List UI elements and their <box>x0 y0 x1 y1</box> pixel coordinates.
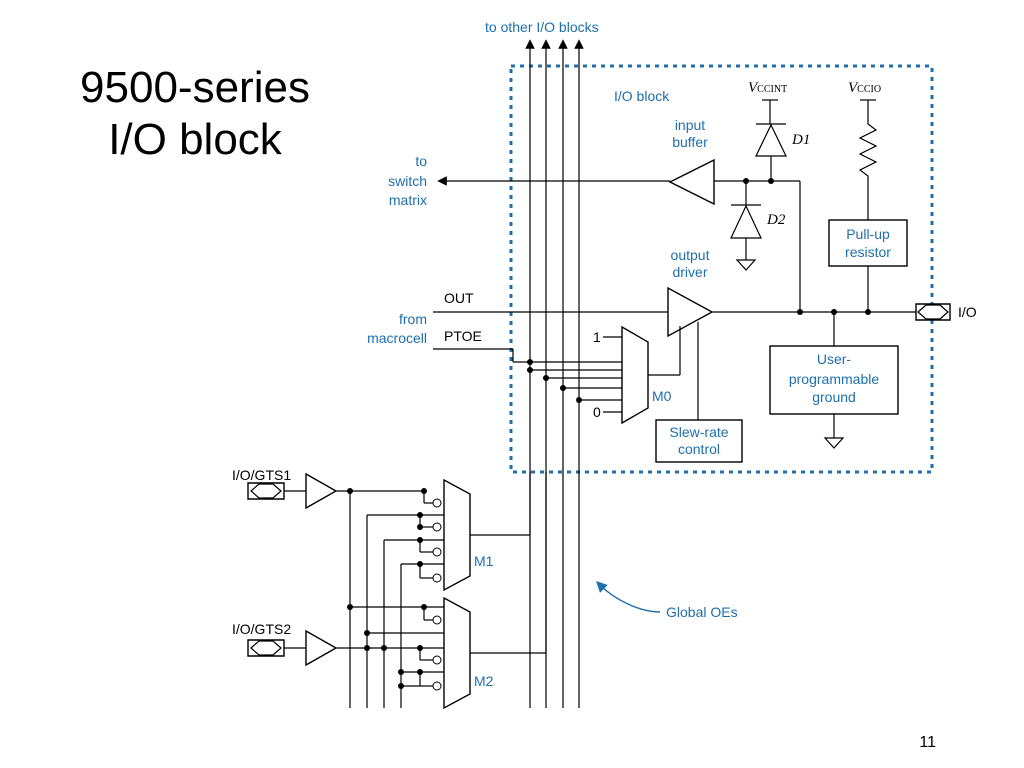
global-oes-label: Global OEs <box>666 604 738 620</box>
d2-label: D2 <box>766 212 786 228</box>
user-ground-label-2: programmable <box>789 371 879 387</box>
output-driver-triangle <box>667 286 714 338</box>
diode-d2 <box>730 181 762 271</box>
from-macrocell-label-1: from <box>399 311 427 327</box>
slew-label-2: control <box>678 441 720 457</box>
user-ground-label-1: User- <box>817 351 852 367</box>
ptoe-label: PTOE <box>444 328 482 344</box>
slew-label-1: Slew-rate <box>669 424 728 440</box>
mux-input-0-label: 0 <box>593 404 601 420</box>
pullup-resistor-symbol <box>858 100 878 220</box>
out-label: OUT <box>444 290 474 306</box>
m1-label: M1 <box>474 553 494 569</box>
output-driver-label-2: driver <box>672 264 707 280</box>
input-buffer-label-1: input <box>675 117 705 133</box>
io-block-label: I/O block <box>614 88 670 104</box>
to-switch-label-1: to <box>415 153 427 169</box>
title-line-2: I/O block <box>108 115 282 164</box>
slew-rate-control-box <box>655 419 743 463</box>
m1-inputs <box>367 488 444 583</box>
mux-m0 <box>621 325 649 425</box>
to-switch-label-2: switch <box>388 173 427 189</box>
d1-label: D1 <box>791 132 810 148</box>
pullup-label-2: resistor <box>845 244 891 260</box>
global-oes-arrow <box>596 581 661 613</box>
mux-m2 <box>443 596 471 710</box>
m2-inputs <box>347 604 444 691</box>
ground-icon <box>823 437 845 449</box>
m2-label: M2 <box>474 673 494 689</box>
gts1-label: I/O/GTS1 <box>232 467 291 483</box>
gts2-pin-symbol <box>247 639 285 657</box>
output-driver-label-1: output <box>671 247 710 263</box>
gts2-buffer <box>305 629 338 667</box>
to-other-io-blocks-label: to other I/O blocks <box>485 19 599 35</box>
io-block-boundary <box>509 64 934 474</box>
slide-title: 9500-series I/O block <box>30 62 360 166</box>
pullup-label-1: Pull-up <box>846 226 890 242</box>
vccio-label: VCCIO <box>848 80 881 96</box>
from-macrocell-label-2: macrocell <box>367 330 427 346</box>
diode-d1 <box>755 123 787 181</box>
mux-m1 <box>443 478 471 592</box>
m0-inputs <box>513 359 622 403</box>
input-buffer-triangle <box>668 158 715 206</box>
global-bus-lines <box>525 39 584 708</box>
gts1-buffer <box>305 472 338 510</box>
mux-input-1-label: 1 <box>593 329 601 345</box>
vccint-label: VCCINT <box>748 80 787 96</box>
input-buffer-label-2: buffer <box>672 134 708 150</box>
title-line-1: 9500-series <box>80 63 310 112</box>
pullup-resistor-box <box>828 219 908 267</box>
io-pin-label: I/O <box>958 304 977 320</box>
gts1-pin-symbol <box>247 482 285 500</box>
to-switch-label-3: matrix <box>389 192 427 208</box>
user-ground-label-3: ground <box>812 389 856 405</box>
d2-ground-icon <box>735 259 757 271</box>
io-pin-symbol <box>915 303 951 321</box>
gts2-label: I/O/GTS2 <box>232 621 291 637</box>
page-number: 11 <box>919 734 936 751</box>
m0-label: M0 <box>652 388 672 404</box>
